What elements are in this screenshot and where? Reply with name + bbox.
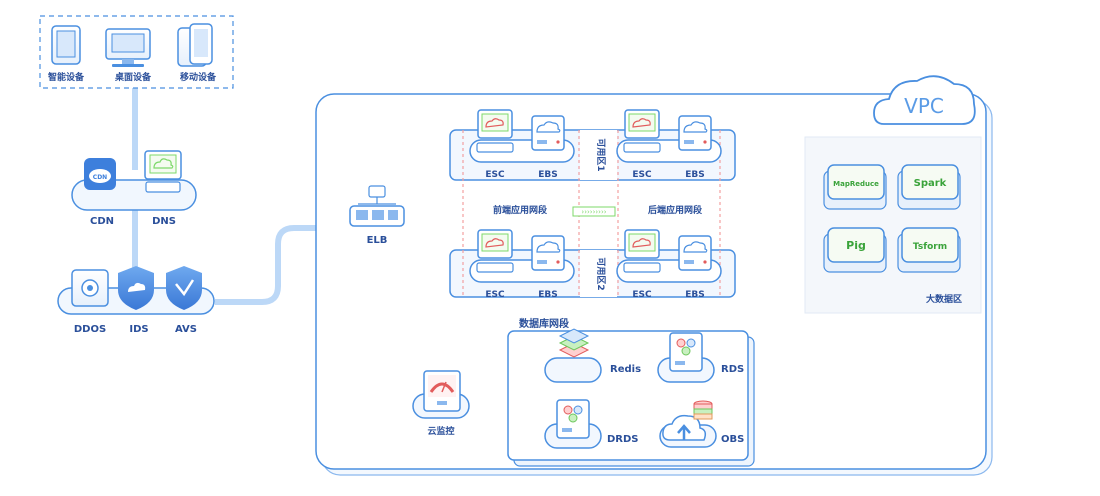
frontend-to-backend-arrow bbox=[572, 206, 616, 217]
rds-label: RDS bbox=[721, 364, 744, 375]
vpc-cloud-icon: VPC bbox=[873, 75, 976, 125]
avs-shield-icon bbox=[166, 266, 202, 310]
mapreduce-label: MapReduce bbox=[833, 180, 879, 188]
dns-icon bbox=[144, 150, 182, 193]
az1-label: 可用区1 bbox=[595, 138, 606, 171]
elb-group: ELB bbox=[349, 185, 405, 246]
smart-device-label: 智能设备 bbox=[48, 71, 85, 83]
ebs-icon bbox=[678, 235, 712, 271]
rds-icon bbox=[657, 332, 715, 383]
drds-icon bbox=[544, 399, 602, 449]
ebs-label: EBS bbox=[538, 170, 558, 180]
ebs-label: EBS bbox=[685, 290, 705, 300]
server-pair-back-az1: ESC EBS bbox=[616, 109, 722, 180]
ebs-icon bbox=[531, 235, 565, 271]
edge-group: CDN CDN DNS bbox=[71, 150, 197, 227]
devices-group: 智能设备 桌面设备 移动设备 bbox=[39, 15, 234, 89]
esc-icon bbox=[476, 109, 514, 153]
server-pair-back-az2: ESC EBS bbox=[616, 229, 722, 300]
cloud-monitor-group: 云监控 bbox=[412, 370, 470, 437]
redis-label: Redis bbox=[610, 364, 641, 375]
desktop-device-label: 桌面设备 bbox=[115, 71, 152, 83]
ddos-icon bbox=[71, 269, 109, 307]
esc-icon bbox=[476, 229, 514, 273]
ids-shield-icon bbox=[118, 266, 154, 310]
cdn-icon: CDN bbox=[84, 158, 116, 190]
gauge-icon bbox=[423, 370, 461, 412]
esc-label: ESC bbox=[485, 290, 505, 300]
esc-icon bbox=[623, 229, 661, 273]
frontend-segment-label: 前端应用网段 bbox=[493, 204, 548, 216]
ebs-icon bbox=[531, 115, 565, 151]
backend-segment-label: 后端应用网段 bbox=[648, 204, 703, 216]
vpc-label: VPC bbox=[904, 94, 944, 118]
cloud-monitor-label: 云监控 bbox=[427, 425, 454, 437]
bigdata-card-mapreduce: MapReduce bbox=[823, 164, 887, 210]
devices-box bbox=[39, 15, 234, 89]
bigdata-card-tsform: Tsform bbox=[897, 227, 961, 273]
server-pair-front-az1: ESC EBS bbox=[469, 109, 575, 180]
esc-label: ESC bbox=[632, 170, 652, 180]
svg-text:›››››››››: ››››››››› bbox=[581, 208, 606, 216]
ebs-icon bbox=[678, 115, 712, 151]
database-segment-label: 数据库网段 bbox=[519, 317, 569, 330]
ddos-label: DDOS bbox=[74, 324, 106, 335]
avs-label: AVS bbox=[175, 324, 197, 335]
server-pair-front-az2: ESC EBS bbox=[469, 229, 575, 300]
smart-device-icon bbox=[51, 25, 81, 65]
bigdata-card-pig: Pig bbox=[823, 227, 887, 273]
dns-label: DNS bbox=[152, 216, 176, 227]
app-zone: 可用区1 可用区2 ESC EBS ESC EBS ESC EBS ESC EBS 前端应用网… bbox=[449, 109, 736, 300]
drds-label: DRDS bbox=[607, 434, 639, 445]
tsform-label: Tsform bbox=[913, 242, 947, 252]
obs-label: OBS bbox=[721, 434, 744, 445]
database-segment: 数据库网段 Redis RDS DRDS bbox=[507, 317, 755, 467]
ebs-label: EBS bbox=[685, 170, 705, 180]
ids-label: IDS bbox=[129, 324, 148, 335]
cdn-label: CDN bbox=[90, 216, 114, 227]
redis-icon bbox=[544, 328, 602, 383]
esc-label: ESC bbox=[632, 290, 652, 300]
line-security-to-elb bbox=[215, 225, 465, 305]
esc-label: ESC bbox=[485, 170, 505, 180]
mobile-device-icon bbox=[177, 23, 213, 67]
pig-label: Pig bbox=[846, 239, 866, 252]
bigdata-card-spark: Spark bbox=[897, 164, 961, 210]
esc-icon bbox=[623, 109, 661, 153]
mobile-device-label: 移动设备 bbox=[180, 71, 217, 83]
az2-label: 可用区2 bbox=[595, 257, 606, 290]
ebs-label: EBS bbox=[538, 290, 558, 300]
desktop-device-icon bbox=[105, 28, 151, 67]
elb-label: ELB bbox=[367, 235, 388, 246]
spark-label: Spark bbox=[914, 178, 947, 189]
security-group: DDOS IDS AVS bbox=[57, 266, 215, 335]
svg-text:CDN: CDN bbox=[93, 174, 107, 181]
bigdata-label: 大数据区 bbox=[926, 293, 962, 305]
obs-icon bbox=[659, 400, 717, 448]
